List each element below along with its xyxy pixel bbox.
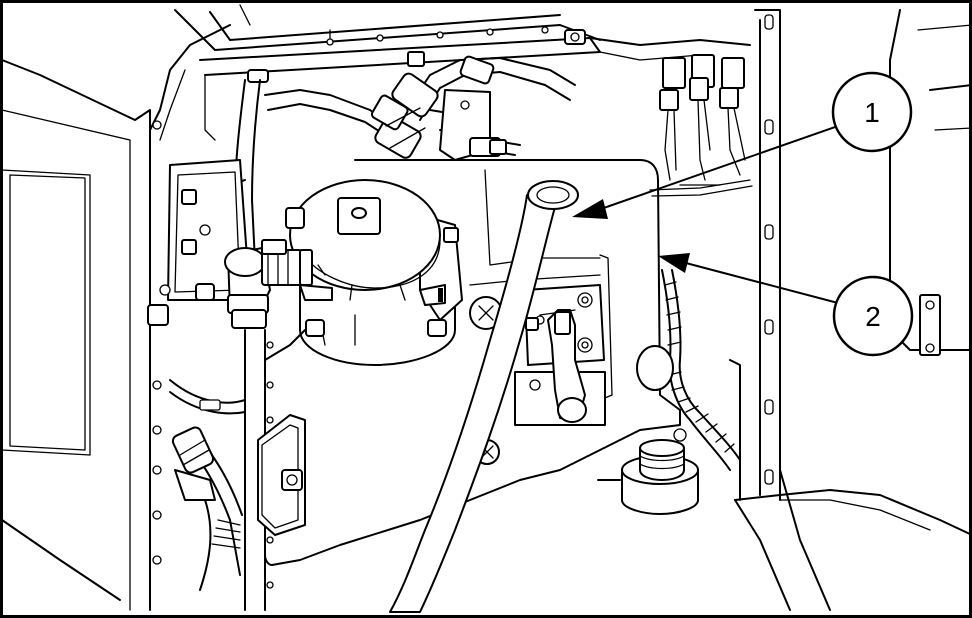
lower-left-hoses — [169, 379, 246, 591]
upper-hoses — [179, 51, 576, 271]
fuel-filter — [285, 179, 463, 366]
right-fender — [729, 9, 972, 611]
fill-tube — [389, 180, 579, 613]
top-frame — [174, 4, 751, 141]
harness-and-cap — [597, 269, 741, 515]
callout-2-circle — [832, 275, 914, 357]
callout-2-label: 2 — [865, 301, 881, 332]
callout-1-circle — [831, 71, 913, 153]
elbow-fitting — [224, 239, 333, 329]
callout-1: 1 — [572, 71, 913, 219]
callout-1-label: 1 — [864, 97, 880, 128]
reservoir-panel — [264, 159, 681, 566]
callout-2: 2 — [658, 253, 914, 357]
wiring-connectors — [649, 54, 753, 197]
lower-mount-block — [244, 329, 306, 611]
